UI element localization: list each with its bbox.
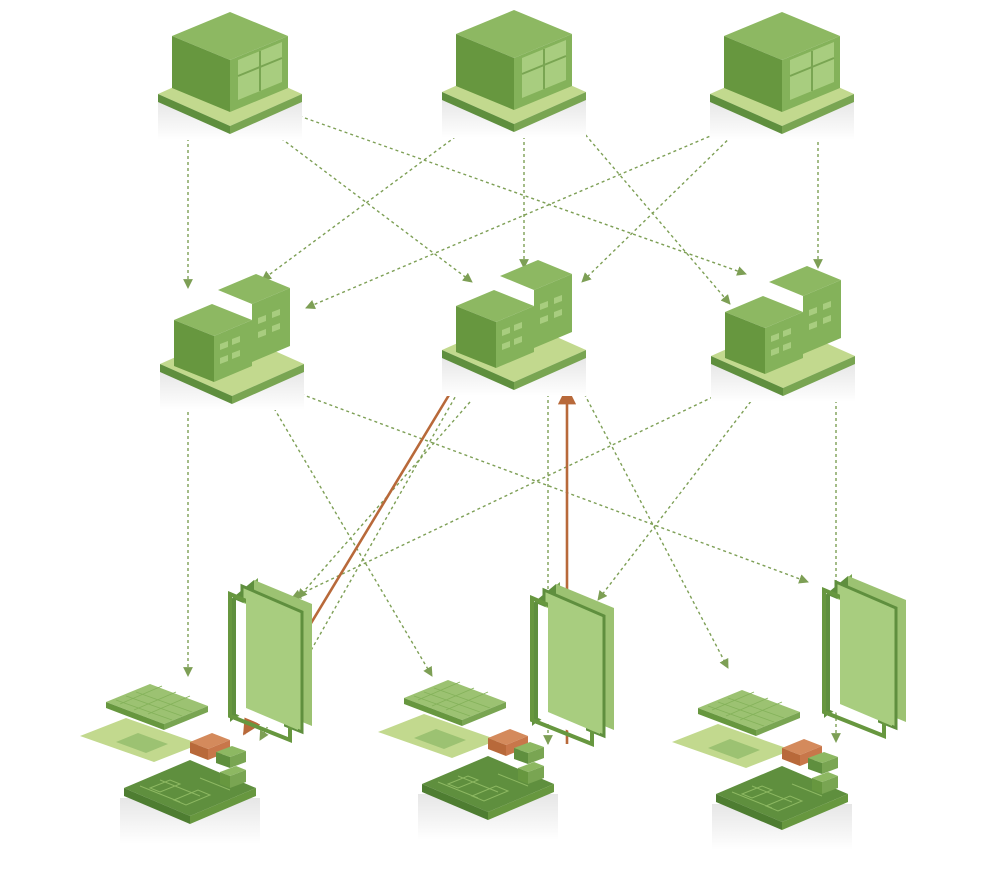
edge-middle-to-bottom-8 bbox=[597, 391, 759, 601]
edge-top-1-to-middle-2 bbox=[565, 111, 731, 305]
display-panel-icon-1[interactable] bbox=[530, 580, 616, 746]
edge-middle-to-bottom-2 bbox=[289, 389, 809, 584]
factory-icon-0[interactable] bbox=[160, 274, 304, 410]
edge-top-2-to-middle-0 bbox=[305, 119, 749, 310]
edge-top-0-to-middle-2 bbox=[287, 111, 747, 276]
edge-top-2-to-middle-1 bbox=[581, 127, 741, 283]
display-panel-icon-0[interactable] bbox=[228, 576, 314, 742]
edge-middle-to-bottom-6 bbox=[575, 377, 729, 669]
edge-middle-to-bottom-7 bbox=[291, 383, 741, 599]
edge-top-1-to-middle-0 bbox=[261, 125, 471, 281]
factory-icon-1[interactable] bbox=[442, 260, 586, 396]
nodes bbox=[79, 9, 908, 851]
warehouse-icon-1[interactable] bbox=[441, 9, 587, 139]
warehouse-icon-0[interactable] bbox=[157, 11, 303, 141]
edge-middle-to-bottom-4 bbox=[297, 401, 471, 599]
factory-icon-2[interactable] bbox=[711, 266, 855, 402]
warehouse-icon-2[interactable] bbox=[709, 11, 855, 141]
edge-top-0-to-middle-1 bbox=[261, 123, 473, 283]
display-panel-icon-2[interactable] bbox=[822, 572, 908, 738]
